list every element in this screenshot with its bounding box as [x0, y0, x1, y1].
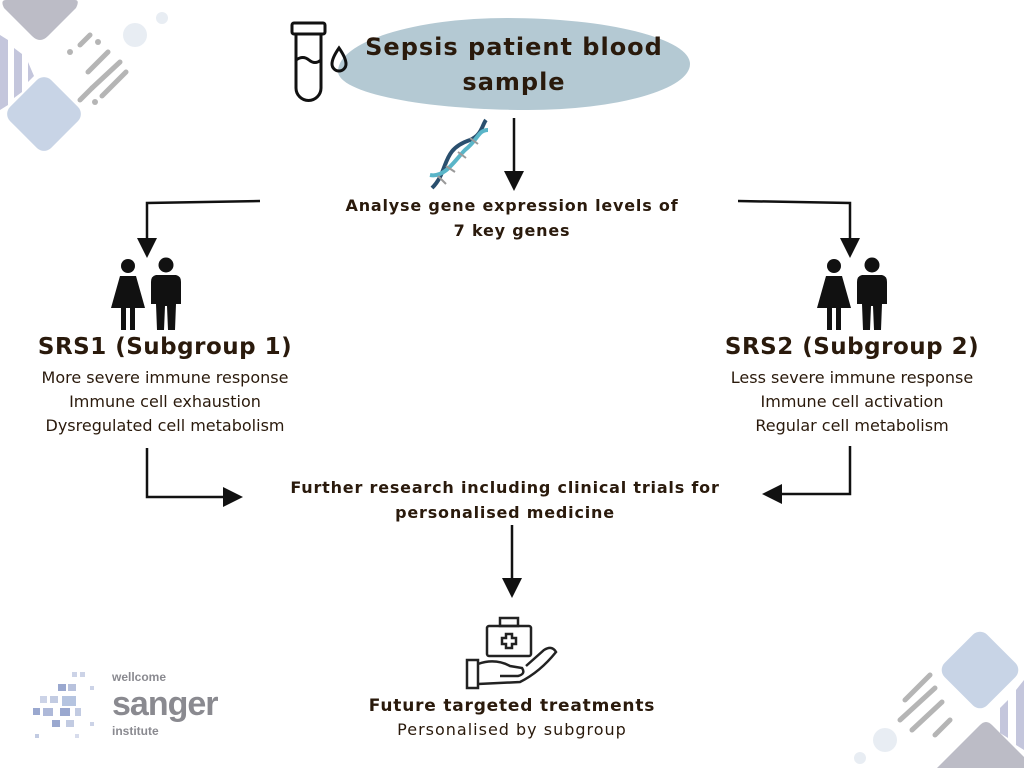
people-icon-right	[817, 257, 887, 330]
sample-pill	[338, 18, 690, 110]
analyse-step: Analyse gene expression levels of 7 key …	[260, 193, 764, 243]
srs1-line: Immune cell exhaustion	[69, 392, 261, 411]
srs1-title: SRS1 (Subgroup 1)	[37, 334, 293, 360]
srs2-group: SRS2 (Subgroup 2) Less severe immune res…	[702, 334, 1002, 438]
test-tube-icon	[290, 21, 348, 102]
outcome-subtitle: Personalised by subgroup	[397, 720, 627, 739]
srs2-line: Immune cell activation	[760, 392, 944, 411]
blood-drop-icon	[330, 45, 348, 73]
srs1-line: Dysregulated cell metabolism	[45, 416, 285, 435]
title-line-1: Sepsis patient blood	[365, 33, 663, 61]
outcome-title: Future targeted treatments	[368, 696, 656, 716]
logo-line-2: sanger	[112, 685, 218, 723]
arrow-srs2-to-research	[762, 446, 852, 504]
outcome-step: Future targeted treatments Personalised …	[330, 695, 694, 740]
srs1-line: More severe immune response	[41, 368, 289, 387]
srs1-group: SRS1 (Subgroup 1) More severe immune res…	[15, 334, 315, 438]
analyse-line-2: 7 key genes	[453, 221, 571, 240]
analyse-line-1: Analyse gene expression levels of	[345, 196, 679, 215]
srs2-line: Regular cell metabolism	[755, 416, 949, 435]
srs2-title: SRS2 (Subgroup 2)	[724, 334, 980, 360]
sanger-logo-mark	[33, 672, 94, 738]
srs2-line: Less severe immune response	[730, 368, 974, 387]
research-line-2: personalised medicine	[395, 503, 615, 522]
sanger-logo: wellcome sanger institute	[112, 670, 218, 739]
bottom-right-decoration	[854, 631, 1024, 768]
research-step: Further research including clinical tria…	[245, 475, 765, 525]
research-line-1: Further research including clinical tria…	[290, 478, 720, 497]
top-left-decoration	[0, 0, 168, 151]
logo-line-1: wellcome	[112, 670, 167, 684]
logo-line-3: institute	[112, 724, 159, 738]
arrow-to-srs2	[737, 199, 860, 258]
dna-icon	[429, 118, 489, 190]
medical-kit-hand-icon	[465, 616, 558, 690]
people-icon-left	[111, 257, 181, 330]
title-line-2: sample	[462, 68, 566, 96]
sample-title: Sepsis patient blood sample	[338, 30, 690, 100]
arrow-srs1-to-research	[145, 448, 243, 507]
arrow-to-srs1	[137, 199, 261, 258]
